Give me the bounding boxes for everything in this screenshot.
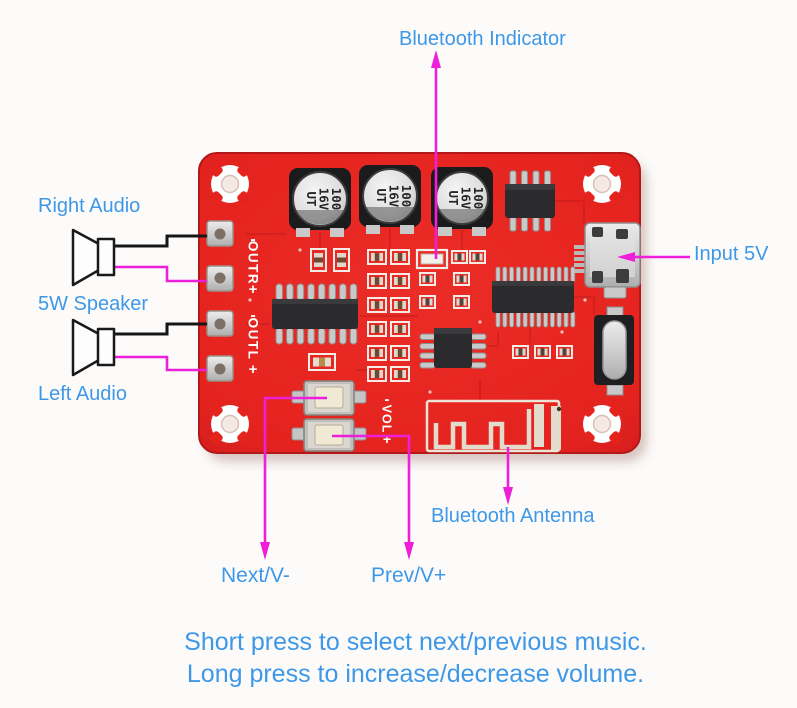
right-speaker-positive-wire xyxy=(114,234,207,248)
next-button xyxy=(291,380,367,416)
usage-instructions: Short press to select next/previous musi… xyxy=(17,626,797,690)
capacitor-3: 10016VUT xyxy=(431,167,493,236)
svg-text:-: - xyxy=(250,231,255,248)
svg-text:10016VUT: 10016VUT xyxy=(304,188,344,211)
svg-text:-: - xyxy=(385,391,390,408)
arrow-bluetooth-indicator xyxy=(431,50,441,259)
bluetooth-antenna-trace xyxy=(425,399,562,453)
right-audio-label: Right Audio xyxy=(38,195,141,217)
instruction-line-1: Short press to select next/previous musi… xyxy=(184,628,647,656)
left-speaker-icon xyxy=(71,318,116,377)
svg-text:10016VUT: 10016VUT xyxy=(446,187,486,210)
svg-text:OUTL: OUTL xyxy=(246,318,261,361)
arrow-prev-button xyxy=(332,434,414,560)
mounting-hole-top-left xyxy=(207,161,253,207)
mounting-hole-bottom-left xyxy=(207,401,253,447)
amplifier-chip xyxy=(272,283,358,345)
mounting-hole-top-right xyxy=(579,161,625,207)
svg-text:VOL: VOL xyxy=(380,405,394,434)
left-speaker-negative-wire xyxy=(114,355,207,372)
capacitor-2: 10016VUT xyxy=(359,165,421,234)
speaker-5w-label: 5W Speaker xyxy=(38,293,149,315)
left-speaker-positive-wire xyxy=(114,322,207,336)
prev-volume-up-label: Prev/V+ xyxy=(371,564,447,587)
arrow-next-button xyxy=(260,396,327,560)
svg-text:OUTR: OUTR xyxy=(246,241,261,285)
svg-text:+: + xyxy=(383,431,391,447)
micro-usb-port xyxy=(574,222,641,299)
right-speaker-negative-wire xyxy=(114,265,207,283)
svg-text:+: + xyxy=(249,281,258,298)
svg-text:10016VUT: 10016VUT xyxy=(374,185,414,208)
svg-text:+: + xyxy=(249,361,258,378)
crystal-oscillator xyxy=(594,306,634,396)
silkscreen-vol: - VOL + xyxy=(380,391,394,447)
mounting-hole-bottom-right xyxy=(579,401,625,447)
speaker-wires xyxy=(114,234,207,372)
instruction-line-2: Long press to increase/decrease volume. xyxy=(186,660,645,688)
silkscreen-outr: - OUTR + xyxy=(246,231,261,298)
bluetooth-indicator-led xyxy=(415,248,449,270)
vias xyxy=(248,248,587,394)
svg-text:-: - xyxy=(250,307,255,324)
capacitor-1: 10016VUT xyxy=(289,168,351,237)
bluetooth-indicator-label: Bluetooth Indicator xyxy=(399,28,566,50)
callout-arrows xyxy=(260,50,690,560)
bluetooth-chip xyxy=(492,266,576,328)
silkscreen-outl: - OUTL + xyxy=(246,307,261,378)
soic8-chip-top xyxy=(505,170,555,232)
bluetooth-antenna-label: Bluetooth Antenna xyxy=(431,505,595,527)
left-audio-label: Left Audio xyxy=(38,383,127,405)
input-5v-label: Input 5V xyxy=(694,243,769,265)
right-speaker-icon xyxy=(71,228,116,287)
arrow-input-5v xyxy=(617,252,690,262)
pcb-board: - OUTR + - OUTL + 10016VUT 10016VUT xyxy=(198,152,641,454)
arrow-bluetooth-antenna xyxy=(503,447,513,505)
soic8-chip-center xyxy=(419,328,487,369)
speaker-solder-pads xyxy=(206,220,234,382)
next-volume-down-label: Next/V- xyxy=(221,564,290,587)
